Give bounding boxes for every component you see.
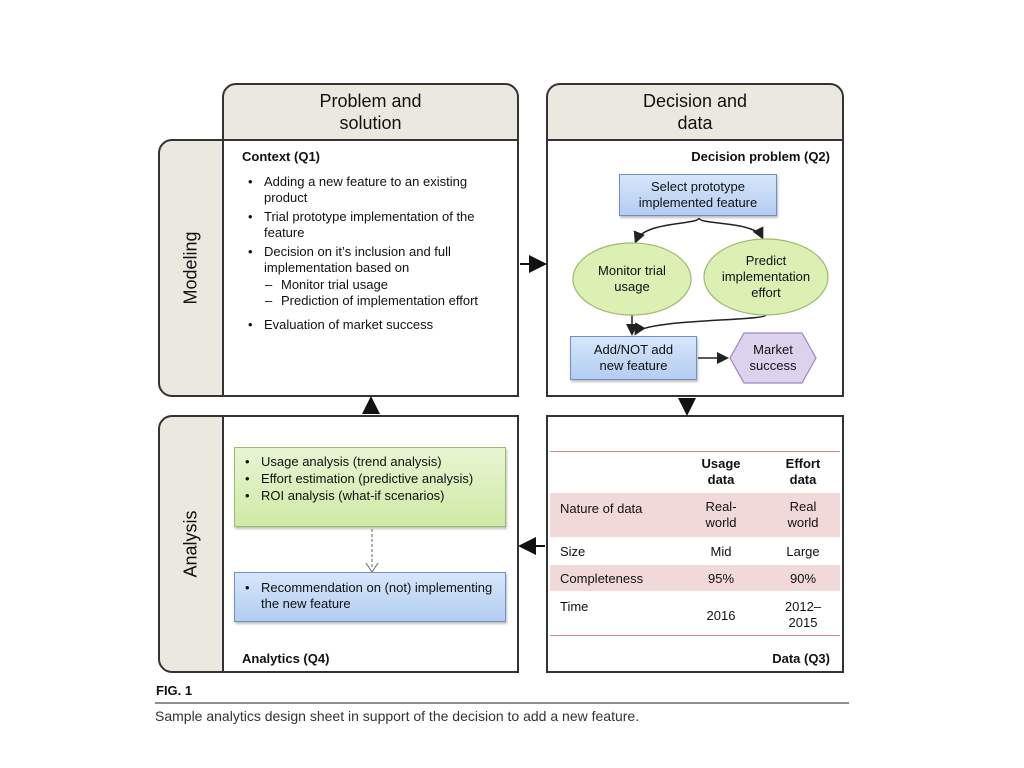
q1-title: Context (Q1): [242, 149, 320, 164]
select-prototype-box: Select prototype implemented feature: [619, 174, 777, 216]
table-row-label: Time: [560, 599, 589, 614]
list-item: Decision on it’s inclusion and full impl…: [244, 244, 506, 309]
list-item: Evaluation of market success: [244, 317, 506, 333]
monitor-trial-usage-text: Monitor trial usage: [598, 263, 666, 294]
q3-data-panel: Usage data Effort data Nature of data Re…: [546, 415, 844, 673]
list-item: Effort estimation (predictive analysis): [241, 471, 499, 487]
table-row-label: Completeness: [560, 571, 644, 586]
recommendation-list: Recommendation on (not) implementing the…: [241, 580, 499, 612]
market-hexagon: [729, 332, 817, 384]
arrow-predict-to-add: [634, 314, 767, 336]
arrow-to-monitor: [633, 217, 700, 244]
table-cell: Mid: [710, 544, 732, 559]
market-success-text: Market success: [749, 342, 797, 373]
table-cell: Real- world: [705, 499, 737, 530]
table-row-shade: [550, 565, 840, 591]
row-header-modeling: Modeling: [158, 139, 224, 397]
table-rule-top: [550, 451, 840, 452]
table-cell: 2012– 2015: [784, 599, 822, 630]
table-cell: Real world: [787, 499, 819, 530]
column-header-problem-and-solution: Problem and solution: [222, 83, 519, 141]
q1-context-panel: Context (Q1) Adding a new feature to an …: [222, 139, 519, 397]
table-cell: Large: [786, 544, 820, 559]
table-cell: 95%: [707, 571, 735, 586]
list-item: Trial prototype implementation of the fe…: [244, 209, 506, 241]
analysis-methods-box: Usage analysis (trend analysis) Effort e…: [234, 447, 506, 527]
figure-label: FIG. 1: [156, 683, 193, 698]
table-header-effort: Effort data: [785, 456, 821, 487]
q2-title: Decision problem (Q2): [691, 149, 830, 164]
list-item: ROI analysis (what-if scenarios): [241, 488, 499, 504]
list-item: Adding a new feature to an existing prod…: [244, 174, 506, 206]
list-item: Usage analysis (trend analysis): [241, 454, 499, 470]
q3-title: Data (Q3): [772, 651, 830, 666]
q1-bullet-list: Adding a new feature to an existing prod…: [244, 174, 506, 336]
predict-effort-text: Predict implementation effort: [721, 253, 811, 300]
table-row-shade: [550, 493, 840, 537]
column-header-decision-and-data: Decision and data: [546, 83, 844, 141]
figure-caption: Sample analytics design sheet in support…: [155, 708, 640, 724]
q4-title: Analytics (Q4): [242, 651, 330, 666]
q1-sub-list: Monitor trial usage Prediction of implem…: [264, 277, 506, 309]
table-row-label: Nature of data: [560, 501, 643, 516]
q4-analytics-panel: Usage analysis (trend analysis) Effort e…: [222, 415, 519, 673]
table-row-label: Size: [560, 544, 586, 559]
list-item: Recommendation on (not) implementing the…: [241, 580, 499, 612]
q2-flow-connectors: [572, 217, 829, 384]
table-rule-bottom: [550, 635, 840, 636]
table-header-usage: Usage data: [701, 456, 741, 487]
arrow-to-predict: [698, 217, 764, 240]
table-row: Nature of data: [560, 501, 642, 517]
table-cell: 90%: [789, 571, 817, 586]
analysis-methods-list: Usage analysis (trend analysis) Effort e…: [241, 454, 499, 504]
add-not-add-box: Add/NOT add new feature: [570, 336, 697, 380]
recommendation-box: Recommendation on (not) implementing the…: [234, 572, 506, 622]
list-item: Prediction of implementation effort: [264, 293, 506, 309]
monitor-ellipse: [572, 242, 692, 316]
table-cell: 2016: [706, 608, 736, 623]
q2-decision-problem-panel: Decision problem (Q2) Select prototype i…: [546, 139, 844, 397]
predict-ellipse: [703, 238, 829, 316]
list-item: Monitor trial usage: [264, 277, 506, 293]
